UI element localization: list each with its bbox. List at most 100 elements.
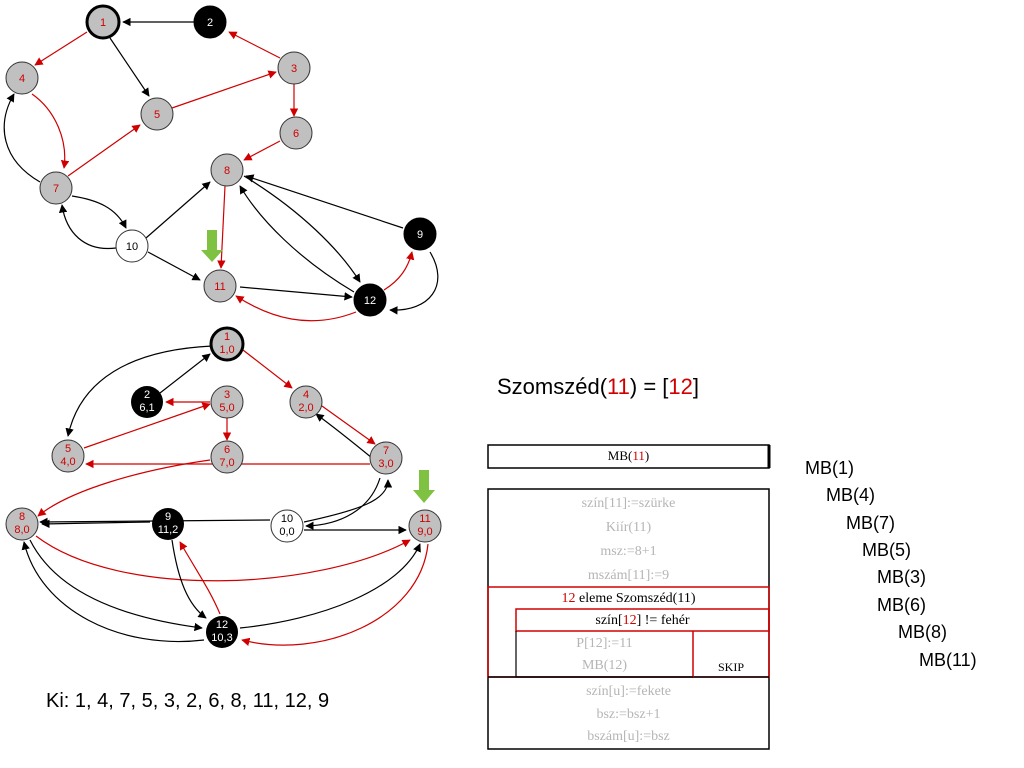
line-print: Kiír(11): [605, 520, 652, 535]
top-graph: 1 2 3 4 5 6 7 8 9 10 11 12: [3, 4, 439, 322]
edge-10-7: [58, 204, 117, 250]
edge-8-11: [217, 185, 226, 269]
edge-b-11-12: [241, 543, 429, 646]
svg-text:6: 6: [293, 128, 299, 140]
edge-5-3: [171, 70, 277, 109]
svg-text:10: 10: [281, 513, 293, 525]
edge-7-5: [67, 124, 141, 177]
edge-b-8-11: [35, 535, 411, 582]
node-b-10: 100,0: [270, 509, 304, 543]
node-3: 3: [277, 51, 311, 85]
svg-text:2,0: 2,0: [298, 402, 313, 414]
edge-b-9-8: [41, 519, 151, 529]
svg-text:2: 2: [207, 17, 213, 29]
node-b-11: 119,0: [408, 509, 442, 543]
line-msz: msz:=8+1: [600, 544, 657, 559]
edge-12-9: [383, 251, 415, 291]
procedure-header: MB(11): [488, 448, 769, 464]
edge-b-5-3: [83, 402, 211, 449]
edge-b-1-4: [242, 349, 293, 389]
edge-b-6-8: [37, 459, 211, 517]
skip-label: SKIP: [717, 660, 744, 674]
svg-text:4,0: 4,0: [60, 456, 75, 468]
svg-text:4: 4: [19, 73, 25, 85]
header-prefix: MB(: [607, 448, 633, 463]
edge-b-8-12: [29, 539, 203, 632]
edge-b-10-7: [303, 479, 393, 523]
svg-text:5,0: 5,0: [219, 402, 234, 414]
cond-prefix: szín[: [595, 613, 623, 628]
edge-b-2-1: [159, 353, 211, 394]
svg-text:7: 7: [383, 445, 389, 457]
output-sequence: Ki: 1, 4, 7, 5, 3, 2, 6, 8, 11, 12, 9: [46, 690, 330, 712]
node-b-1: 11,0: [209, 326, 245, 362]
line-set-black: szín[u]:=fekete: [586, 684, 671, 699]
neighbor-node: 11: [607, 374, 630, 399]
svg-text:9,0: 9,0: [417, 526, 432, 538]
edge-1-5: [109, 37, 150, 97]
edge-b-4-7: [321, 405, 376, 445]
svg-text:1,0: 1,0: [219, 344, 234, 356]
node-5: 5: [140, 97, 174, 131]
loop-text: eleme Szomszéd(11): [575, 591, 696, 606]
svg-text:12: 12: [364, 295, 376, 307]
edge-9-12: [389, 251, 439, 315]
edge-b-7-4: [315, 413, 373, 459]
loop-node: 12: [561, 591, 576, 606]
svg-text:3,0: 3,0: [378, 458, 393, 470]
neighbor-list: Szomszéd(11) = [12]: [497, 374, 699, 400]
svg-text:8,0: 8,0: [14, 524, 29, 536]
line-recurse: MB(12): [581, 658, 628, 673]
bottom-graph: 11,0 26,1 35,0 42,0 54,0 67,0 73,0 88,0 …: [5, 326, 442, 648]
svg-text:1: 1: [224, 331, 230, 343]
svg-text:1: 1: [100, 17, 106, 29]
svg-text:4: 4: [303, 389, 309, 401]
edge-6-8: [243, 140, 281, 161]
edge-10-11: [147, 251, 201, 281]
stack-item: MB(3): [877, 567, 926, 587]
header-suffix: ): [644, 448, 650, 463]
neighbor-prefix: Szomszéd(: [497, 374, 608, 399]
node-b-9: 911,2: [152, 508, 184, 540]
svg-text:11: 11: [214, 281, 225, 293]
node-7: 7: [39, 171, 73, 205]
edge-3-2: [228, 31, 281, 59]
edge-9-8: [245, 174, 404, 229]
svg-text:5: 5: [65, 443, 71, 455]
line-mszam: mszám[11]:=9: [587, 568, 670, 583]
edge-10-8: [145, 181, 211, 239]
stack-item: MB(4): [826, 485, 875, 505]
condition: szín[12] != fehér: [516, 613, 769, 629]
svg-text:9: 9: [165, 511, 171, 523]
edge-b-1-5: [65, 345, 213, 437]
edge-b-12-11: [239, 543, 421, 629]
node-11: 11: [203, 269, 237, 303]
node-9: 9: [403, 217, 437, 251]
neighbor-items: 12: [668, 374, 693, 399]
node-b-7: 73,0: [369, 441, 403, 475]
edge-8-12: [243, 175, 361, 283]
node-b-4: 42,0: [289, 385, 323, 419]
green-arrow-icon: [201, 230, 223, 262]
svg-text:6: 6: [224, 444, 230, 456]
svg-text:0,0: 0,0: [279, 526, 294, 538]
node-4: 4: [5, 61, 39, 95]
edge-7-4: [3, 93, 41, 183]
node-b-3: 35,0: [210, 385, 244, 419]
node-b-5: 54,0: [51, 439, 85, 473]
node-10: 10: [115, 229, 149, 263]
cond-suffix: ] != fehér: [636, 613, 690, 628]
svg-text:12: 12: [216, 619, 228, 631]
svg-text:7,0: 7,0: [219, 457, 234, 469]
svg-text:7: 7: [53, 183, 59, 195]
svg-text:3: 3: [291, 63, 297, 75]
node-8: 8: [210, 153, 244, 187]
stack-item: MB(1): [805, 458, 854, 478]
edge-b-12-8: [21, 541, 205, 643]
svg-text:6,1: 6,1: [139, 402, 154, 414]
node-6: 6: [279, 116, 313, 150]
edge-12-8: [239, 185, 355, 293]
stack-item: MB(11): [919, 650, 977, 670]
neighbor-middle: ) = [: [629, 374, 669, 399]
